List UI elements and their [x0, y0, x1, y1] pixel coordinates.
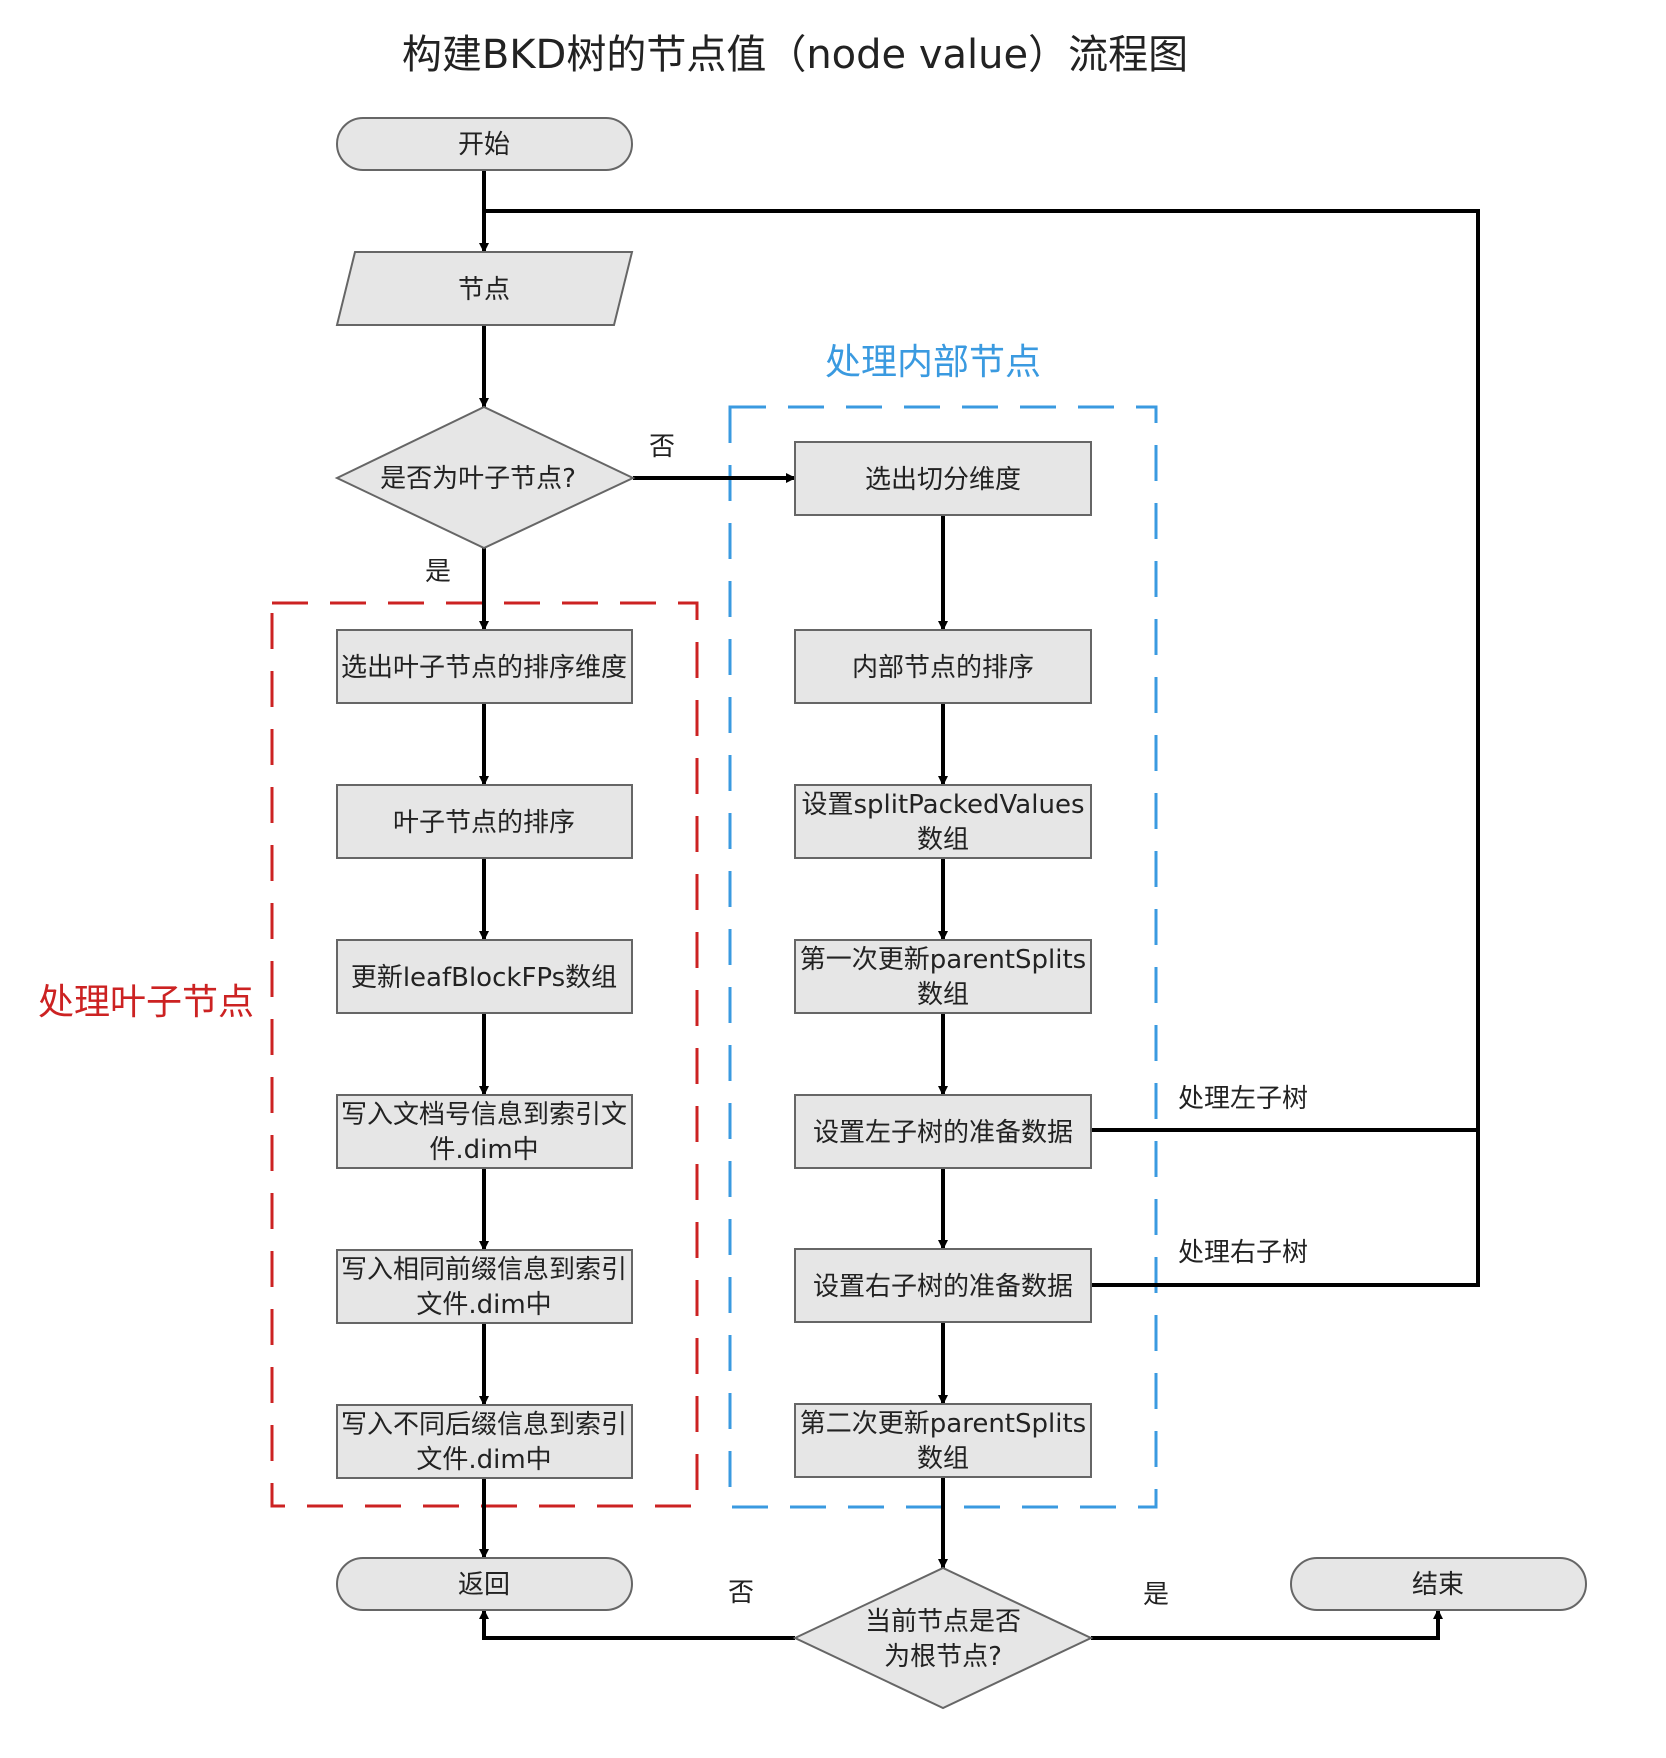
return-terminal [336, 1557, 633, 1611]
is-root-decision [792, 1566, 1094, 1710]
prep-left-box [794, 1094, 1092, 1169]
write-doc-box [336, 1094, 633, 1169]
label-left-subtree: 处理左子树 [1178, 1084, 1308, 1114]
start-label: 开始 [458, 130, 510, 160]
split-dim-box [794, 441, 1092, 516]
prep-right-label: 设置右子树的准备数据 [813, 1272, 1073, 1302]
set-split-label-2: 数组 [917, 825, 969, 855]
start-terminal [336, 117, 633, 171]
update-parent1-label-1: 第一次更新parentSplits [800, 945, 1086, 975]
inner-sort-box [794, 629, 1092, 704]
prep-right-box [794, 1248, 1092, 1323]
is-leaf-label: 是否为叶子节点? [380, 464, 576, 494]
update-fp-label: 更新leafBlockFPs数组 [351, 963, 617, 993]
is-leaf-decision [334, 405, 636, 550]
edge-decision-end [1091, 1609, 1443, 1640]
prep-left-label: 设置左子树的准备数据 [813, 1118, 1073, 1148]
write-suffix-label-1: 写入不同后缀信息到索引 [341, 1410, 627, 1440]
internal-group-frame [728, 405, 1158, 1509]
diagram-title: 构建BKD树的节点值（node value）流程图 [402, 32, 1188, 78]
node-label: 节点 [458, 275, 510, 305]
update-parent1-label-2: 数组 [917, 980, 969, 1010]
write-suffix-label-2: 文件.dim中 [416, 1445, 551, 1475]
leaf-sort-dim-box [336, 629, 633, 704]
split-dim-label: 选出切分维度 [865, 465, 1021, 495]
leaf-sort-label: 叶子节点的排序 [393, 808, 575, 838]
set-split-label-1: 设置splitPackedValues [801, 790, 1084, 820]
edge-right-subtree [1091, 1130, 1480, 1287]
update-parent2-label-2: 数组 [917, 1444, 969, 1474]
write-prefix-label-2: 文件.dim中 [416, 1290, 551, 1320]
label-no-bottom: 否 [728, 1578, 754, 1608]
label-right-subtree: 处理右子树 [1178, 1238, 1308, 1268]
label-yes-bottom: 是 [1143, 1580, 1169, 1610]
label-no-top: 否 [649, 432, 675, 462]
update-parent1-box [794, 939, 1092, 1014]
edge-decision-return [479, 1609, 795, 1640]
write-suffix-box [336, 1404, 633, 1479]
write-prefix-box [336, 1249, 633, 1324]
label-yes-left: 是 [425, 557, 451, 587]
write-doc-label-2: 件.dim中 [429, 1135, 538, 1165]
inner-sort-label: 内部节点的排序 [852, 653, 1034, 683]
edge-loop-back [484, 209, 1480, 1130]
set-split-box [794, 784, 1092, 859]
update-fp-box [336, 939, 633, 1014]
end-label: 结束 [1412, 1570, 1464, 1600]
write-prefix-label-1: 写入相同前缀信息到索引 [341, 1255, 627, 1285]
leaf-sort-dim-label: 选出叶子节点的排序维度 [341, 653, 627, 683]
update-parent2-label-1: 第二次更新parentSplits [800, 1409, 1086, 1439]
node-input [335, 251, 634, 326]
leaf-sort-box [336, 784, 633, 859]
update-parent2-box [794, 1403, 1092, 1478]
is-root-label-1: 当前节点是否 [865, 1607, 1021, 1637]
internal-group-label: 处理内部节点 [825, 342, 1041, 383]
write-doc-label-1: 写入文档号信息到索引文 [341, 1100, 627, 1130]
leaf-group-label: 处理叶子节点 [38, 982, 254, 1023]
return-label: 返回 [458, 1570, 510, 1600]
end-terminal [1290, 1557, 1587, 1611]
is-root-label-2: 为根节点? [884, 1642, 1002, 1672]
